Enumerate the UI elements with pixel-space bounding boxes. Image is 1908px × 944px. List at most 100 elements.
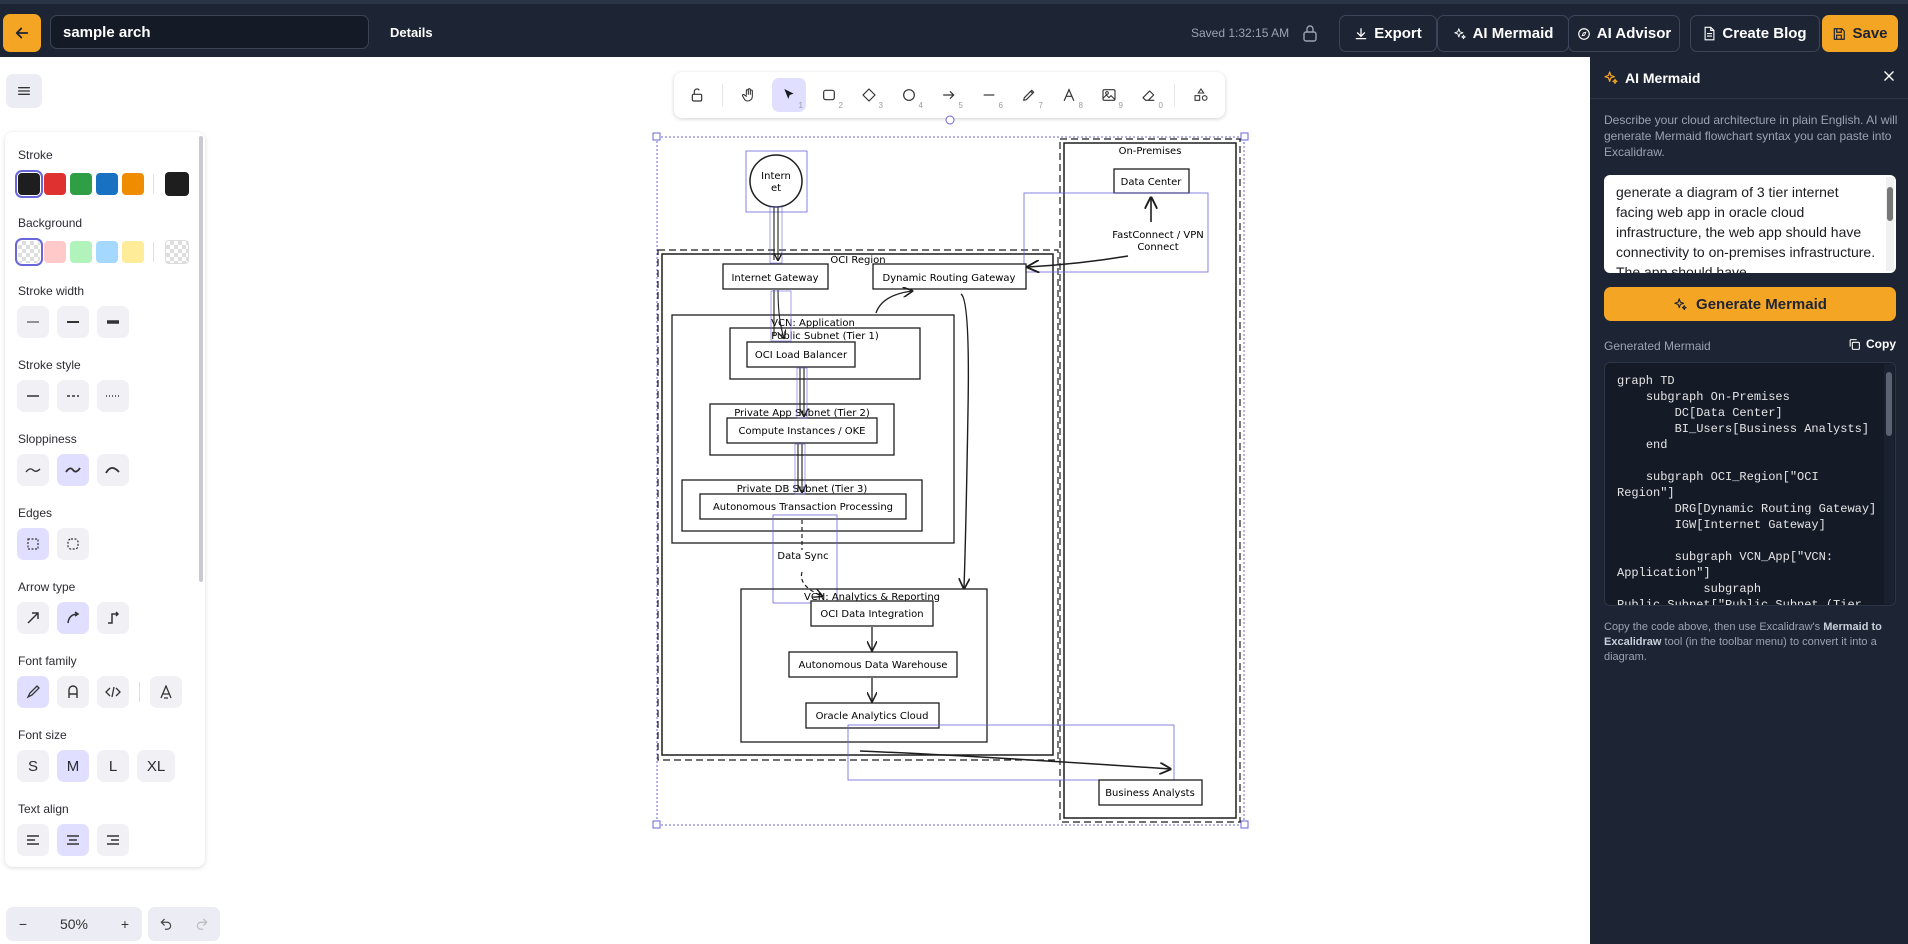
- line-tool[interactable]: 6: [972, 78, 1006, 112]
- arrow-type-sharp[interactable]: [17, 602, 49, 634]
- mermaid-code: graph TD subgraph On-Premises DC[Data Ce…: [1617, 374, 1877, 606]
- close-icon[interactable]: [1882, 69, 1896, 83]
- rectangle-tool[interactable]: 2: [812, 78, 846, 112]
- drg-node[interactable]: [872, 263, 1027, 290]
- generate-mermaid-button[interactable]: Generate Mermaid: [1604, 287, 1896, 321]
- public-subnet-container[interactable]: [729, 327, 921, 380]
- lock-tool[interactable]: [680, 78, 714, 112]
- hand-tool[interactable]: [732, 78, 766, 112]
- vcn-analytics-label: VCN: Analytics & Reporting: [804, 592, 940, 603]
- text-align-left[interactable]: [17, 824, 49, 856]
- resize-handle[interactable]: [652, 820, 661, 829]
- stroke-style-solid[interactable]: [17, 380, 49, 412]
- font-family-picker[interactable]: [150, 676, 182, 708]
- stroke-style-dashed[interactable]: [57, 380, 89, 412]
- font-family-code[interactable]: [97, 676, 129, 708]
- rotate-handle[interactable]: [945, 115, 955, 125]
- data-center-node[interactable]: [1113, 168, 1190, 194]
- font-size-extra-large[interactable]: XL: [137, 750, 175, 782]
- more-tools-button[interactable]: [1184, 78, 1218, 112]
- resize-handle[interactable]: [652, 132, 661, 141]
- vcn-application-container[interactable]: [671, 314, 955, 544]
- ai-advisor-button[interactable]: AI Advisor: [1568, 15, 1680, 52]
- details-link[interactable]: Details: [390, 25, 433, 40]
- stroke-width-extra-bold[interactable]: [97, 306, 129, 338]
- lock-icon[interactable]: [1302, 24, 1318, 42]
- background-swatch-transparent[interactable]: [15, 238, 43, 266]
- main-menu-button[interactable]: [6, 74, 42, 108]
- background-custom-color[interactable]: [165, 240, 189, 264]
- background-swatch-yellow[interactable]: [122, 241, 144, 263]
- arrow-tool[interactable]: 5: [932, 78, 966, 112]
- panel-description: Describe your cloud architecture in plai…: [1604, 113, 1898, 159]
- code-scrollbar[interactable]: [1884, 364, 1894, 604]
- zoom-out-button[interactable]: −: [18, 916, 28, 932]
- stroke-style-dotted[interactable]: [97, 380, 129, 412]
- stroke-swatch-blue[interactable]: [96, 173, 118, 195]
- stroke-custom-color[interactable]: [165, 172, 189, 196]
- diamond-tool[interactable]: 3: [852, 78, 886, 112]
- text-align-right[interactable]: [97, 824, 129, 856]
- zoom-in-button[interactable]: +: [120, 916, 130, 932]
- zoom-level[interactable]: 50%: [59, 916, 89, 932]
- on-premises-container[interactable]: [1059, 138, 1241, 823]
- image-tool[interactable]: 9: [1092, 78, 1126, 112]
- canvas-diagram[interactable]: On-Premises OCI Region Intern et Data Ce…: [650, 110, 1250, 835]
- shortcut-hint: 6: [998, 101, 1003, 110]
- sloppiness-architect[interactable]: [17, 454, 49, 486]
- stroke-swatch-red[interactable]: [44, 173, 66, 195]
- edges-sharp[interactable]: [17, 528, 49, 560]
- diagram-title-input[interactable]: [50, 15, 369, 49]
- eraser-tool[interactable]: 0: [1132, 78, 1166, 112]
- vcn-analytics-container[interactable]: [740, 588, 988, 743]
- font-family-normal[interactable]: [57, 676, 89, 708]
- background-swatch-red[interactable]: [44, 241, 66, 263]
- sloppiness-cartoonist[interactable]: [97, 454, 129, 486]
- text-align-center[interactable]: [57, 824, 89, 856]
- shortcut-hint: 0: [1158, 101, 1163, 110]
- resize-handle[interactable]: [1240, 820, 1249, 829]
- arrow-type-elbow[interactable]: [97, 602, 129, 634]
- font-size-medium[interactable]: M: [57, 750, 89, 782]
- export-button[interactable]: Export: [1339, 15, 1437, 52]
- background-swatch-blue[interactable]: [96, 241, 118, 263]
- generated-code-block[interactable]: graph TD subgraph On-Premises DC[Data Ce…: [1604, 362, 1896, 606]
- back-button[interactable]: [3, 14, 41, 52]
- business-analysts-node[interactable]: [1098, 779, 1203, 806]
- font-family-handdrawn[interactable]: [17, 676, 49, 708]
- prompt-scrollbar[interactable]: [1886, 177, 1894, 271]
- copy-button[interactable]: Copy: [1848, 337, 1896, 351]
- oci-region-container[interactable]: [657, 249, 1059, 761]
- background-swatch-green[interactable]: [70, 241, 92, 263]
- stroke-width-bold[interactable]: [57, 306, 89, 338]
- data-integration-node[interactable]: [810, 600, 934, 627]
- edges-round[interactable]: [57, 528, 89, 560]
- redo-icon[interactable]: [195, 917, 209, 931]
- ellipse-tool[interactable]: 4: [892, 78, 926, 112]
- draw-tool[interactable]: 7: [1012, 78, 1046, 112]
- arrow-type-curved[interactable]: [57, 602, 89, 634]
- selection-frame: [656, 136, 1245, 826]
- resize-handle[interactable]: [1240, 132, 1249, 141]
- text-tool[interactable]: 8: [1052, 78, 1086, 112]
- ai-mermaid-label: AI Mermaid: [1472, 25, 1554, 42]
- sloppiness-artist[interactable]: [57, 454, 89, 486]
- load-balancer-node[interactable]: [746, 341, 856, 368]
- undo-icon[interactable]: [159, 917, 173, 931]
- oac-node[interactable]: [805, 702, 940, 729]
- properties-scrollbar[interactable]: [199, 136, 203, 582]
- stroke-width-thin[interactable]: [17, 306, 49, 338]
- prompt-textarea[interactable]: generate a diagram of 3 tier internet fa…: [1604, 175, 1896, 273]
- adw-node[interactable]: [788, 651, 958, 678]
- usage-note: Copy the code above, then use Excalidraw…: [1604, 621, 1882, 663]
- history-controls: [148, 907, 220, 941]
- font-size-large[interactable]: L: [97, 750, 129, 782]
- stroke-swatch-orange[interactable]: [122, 173, 144, 195]
- font-size-small[interactable]: S: [17, 750, 49, 782]
- create-blog-button[interactable]: Create Blog: [1690, 15, 1820, 52]
- selection-tool[interactable]: 1: [772, 78, 806, 112]
- stroke-swatch-black[interactable]: [15, 170, 43, 198]
- save-button[interactable]: Save: [1822, 15, 1898, 52]
- ai-mermaid-button[interactable]: AI Mermaid: [1437, 15, 1569, 52]
- stroke-swatch-green[interactable]: [70, 173, 92, 195]
